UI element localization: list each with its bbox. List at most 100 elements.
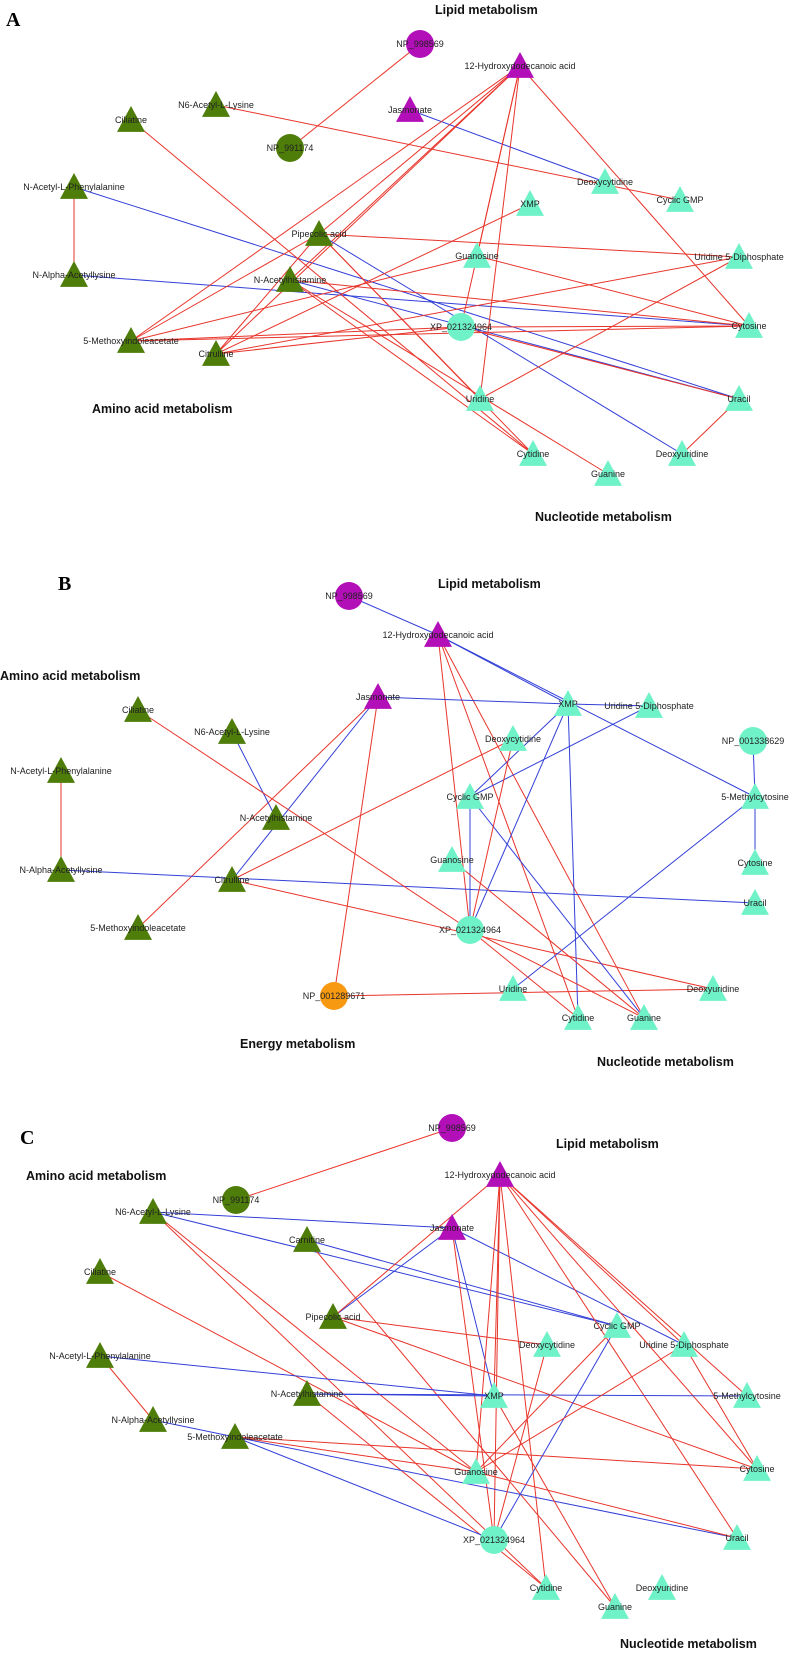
node-label: Uridine <box>499 984 528 994</box>
edge-nalp-xmp <box>99 1355 495 1397</box>
node-label: Guanosine <box>455 251 499 261</box>
node-triangle <box>293 1226 321 1252</box>
node-citrulline: Citrulline <box>198 340 234 366</box>
node-nah: N-Acetylhistamine <box>240 804 313 830</box>
edge-citrulline-xp-021324964 <box>215 326 462 355</box>
node-label: 5-Methylcytosine <box>721 792 789 802</box>
node-n6al: N6-Acetyl-L-Lysine <box>178 91 254 117</box>
node-udp: Uridine 5-Diphosphate <box>604 692 694 718</box>
edge-np-998569-np-991174 <box>235 1127 453 1201</box>
node-np-998569: NP_998569 <box>396 30 444 58</box>
node-label: Ciliatine <box>115 115 147 125</box>
node-xmp: XMP <box>554 690 582 716</box>
edge-xp-021324964-guanine <box>469 929 645 1019</box>
node-uridine: Uridine <box>499 975 528 1001</box>
node-triangle <box>603 1312 631 1338</box>
node-guanosine: Guanosine <box>454 1458 498 1484</box>
node-label: Guanosine <box>454 1467 498 1477</box>
edge-5mia-guanosine <box>130 255 478 342</box>
node-label: Cytosine <box>731 321 766 331</box>
node-layer: NP_998569 12-Hydroxydodecanoic acidJasmon… <box>10 582 789 1030</box>
node-label: 12-Hydroxydodecanoic acid <box>382 630 493 640</box>
node-triangle <box>486 1161 514 1187</box>
group-label-lipid: Lipid metabolism <box>435 3 538 17</box>
node-label: N6-Acetyl-L-Lysine <box>178 100 254 110</box>
node-triangle <box>670 1331 698 1357</box>
node-triangle <box>594 460 622 486</box>
node-label: Cyclic GMP <box>594 1321 641 1331</box>
edge-5mia-cytosine <box>234 1436 758 1470</box>
node-circle <box>276 134 304 162</box>
edge-ciliatine-cytidine <box>130 119 534 455</box>
node-uracil: Uracil <box>725 385 753 411</box>
edge-jasmonate-xmp <box>451 1227 495 1397</box>
node-jasmonate: Jasmonate <box>356 683 400 709</box>
node-triangle <box>725 385 753 411</box>
edge-12hda-guanosine <box>475 1174 501 1473</box>
node-np-001289671: NP_001289671 <box>303 982 365 1010</box>
node-triangle <box>723 1524 751 1550</box>
node-label: Ciliatine <box>122 705 154 715</box>
node-label: NP_991174 <box>213 1195 260 1205</box>
edge-np-998569-np-991174 <box>289 43 421 149</box>
node-ciliatine: Ciliatine <box>84 1258 116 1284</box>
node-citrulline: Citrulline <box>214 866 250 892</box>
edge-pipecolic-cytidine <box>318 233 534 455</box>
edge-12hda-xmp <box>493 1174 501 1397</box>
node-label: XP_021324964 <box>439 925 501 935</box>
edge-carnitine-guanine <box>306 1239 616 1608</box>
edge-12hda-cytosine <box>519 65 750 327</box>
node-triangle <box>438 1214 466 1240</box>
node-label: 5-Methylcytosine <box>713 1391 781 1401</box>
edge-5mia-xp-021324964 <box>234 1436 495 1541</box>
node-triangle <box>733 1382 761 1408</box>
node-nah: N-Acetylhistamine <box>271 1380 344 1406</box>
edge-guanosine-uracil <box>475 1471 738 1539</box>
node-label: N-Acetyl-L-Phenylalanine <box>49 1351 151 1361</box>
node-xmp: XMP <box>516 190 544 216</box>
node-label: N-Acetylhistamine <box>271 1389 344 1399</box>
node-triangle <box>438 846 466 872</box>
node-triangle <box>519 440 547 466</box>
node-label: 5-Methoxyindoleacetate <box>83 336 179 346</box>
node-label: 12-Hydroxydodecanoic acid <box>444 1170 555 1180</box>
node-triangle <box>554 690 582 716</box>
node-xp-021324964: XP_021324964 <box>430 313 492 341</box>
node-triangle <box>735 312 763 338</box>
edge-12hda-pipecolic <box>332 1174 501 1318</box>
node-triangle <box>466 385 494 411</box>
node-cytosine: Cytosine <box>731 312 767 338</box>
node-triangle <box>319 1303 347 1329</box>
node-triangle <box>60 261 88 287</box>
edge-uridine-udp <box>479 256 740 400</box>
node-label: NP_991174 <box>267 143 314 153</box>
node-triangle <box>218 866 246 892</box>
node-label: Cyclic GMP <box>447 792 494 802</box>
edge-5mia-cytosine <box>130 325 750 342</box>
panel-letter: A <box>6 9 21 31</box>
node-circle <box>456 916 484 944</box>
node-triangle <box>699 975 727 1001</box>
node-np-998569: NP_998569 <box>325 582 373 610</box>
edge-5mc-uridine <box>512 796 756 990</box>
edge-layer <box>99 1127 758 1608</box>
node-label: N-Acetylhistamine <box>240 813 313 823</box>
node-deoxyuridine: Deoxyuridine <box>656 440 708 466</box>
edge-citrulline-deoxycytidine <box>231 738 514 881</box>
edge-xp-021324964-uracil <box>460 326 740 400</box>
node-triangle <box>648 1574 676 1600</box>
node-label: Deoxycytidine <box>519 1340 575 1350</box>
node-cytidine: Cytidine <box>562 1004 594 1030</box>
node-guanosine: Guanosine <box>455 242 499 268</box>
edge-xmp-guanine <box>493 1395 616 1608</box>
node-label: Uracil <box>743 898 766 908</box>
group-label-nucleotide: Nucleotide metabolism <box>597 1055 734 1069</box>
node-triangle <box>117 106 145 132</box>
node-triangle <box>666 186 694 212</box>
node-label: Citrulline <box>198 349 233 359</box>
node-triangle <box>86 1258 114 1284</box>
node-triangle <box>202 91 230 117</box>
node-label: Deoxycytidine <box>577 177 633 187</box>
